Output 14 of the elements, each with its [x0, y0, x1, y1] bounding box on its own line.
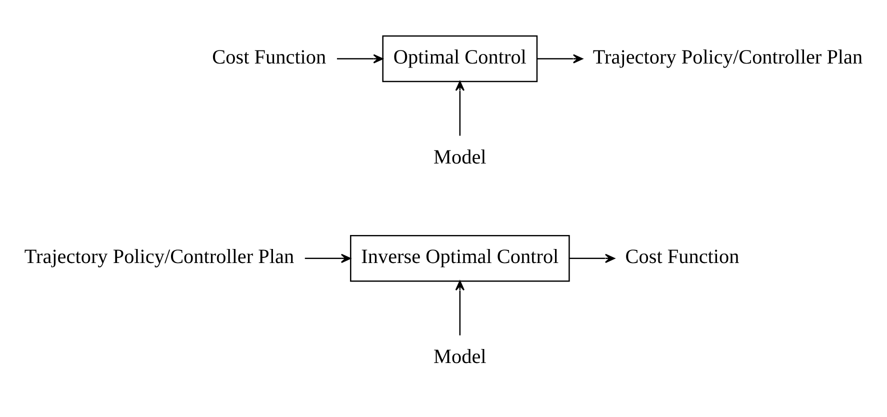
node-text: Trajectory Policy/Controller Plan: [24, 246, 294, 268]
arrow: [336, 54, 384, 64]
arrow: [455, 280, 465, 336]
arrow: [537, 54, 583, 64]
node-box: Inverse Optimal Control: [350, 235, 570, 282]
node-text: Model: [434, 146, 486, 168]
node-text: Model: [434, 346, 486, 368]
node-text: Cost Function: [625, 246, 740, 268]
node-box: Optimal Control: [382, 35, 538, 82]
arrow: [569, 254, 615, 264]
arrow: [455, 80, 465, 136]
node-text: Cost Function: [212, 46, 326, 69]
node-text: Trajectory Policy/Controller Plan: [592, 46, 863, 69]
arrow: [304, 254, 351, 264]
